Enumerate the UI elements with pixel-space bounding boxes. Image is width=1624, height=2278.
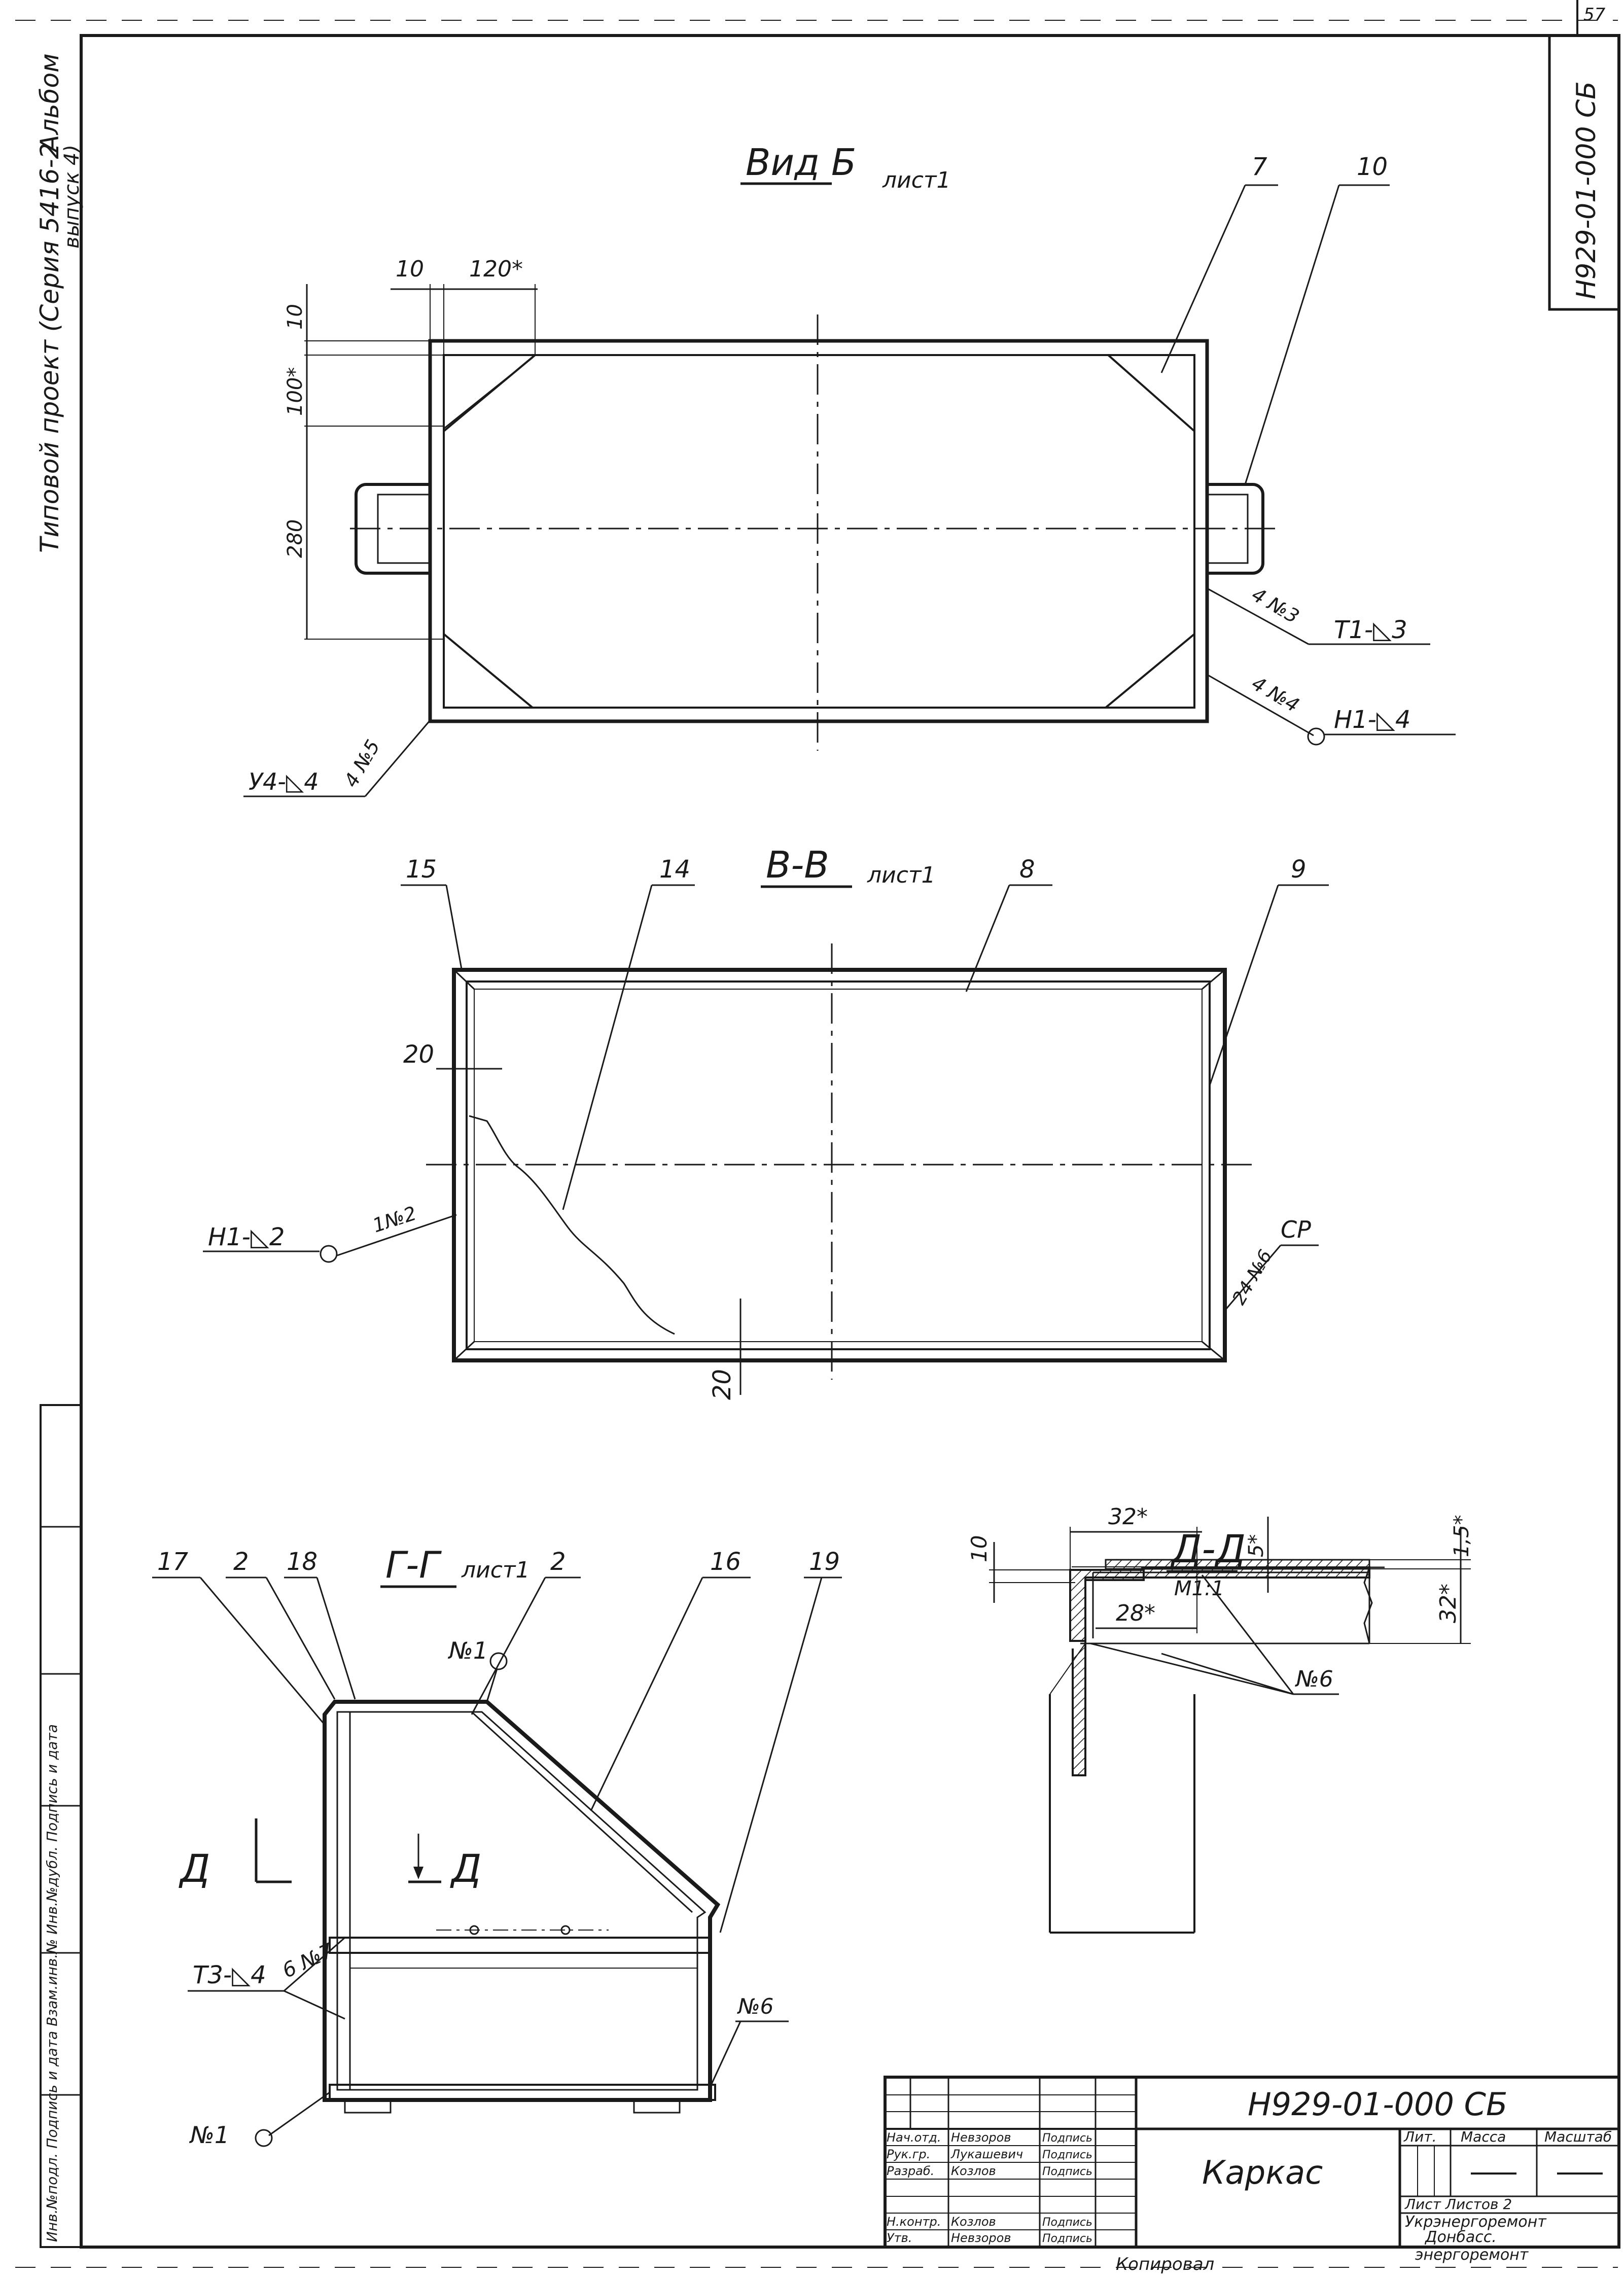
sig-role-4: Н.контр. bbox=[887, 2215, 941, 2229]
sig-name-1: Невзоров bbox=[951, 2130, 1011, 2145]
section-gg-callout-2a: 2 bbox=[233, 1548, 249, 1576]
sig-role-2: Рук.гр. bbox=[887, 2147, 930, 2161]
title-block: Н929-01-000 СБ Каркас Лит. Масса Масштаб… bbox=[884, 2076, 1620, 2264]
section-gg-callout-19: 19 bbox=[809, 1548, 840, 1576]
section-dd: Д-Д М1:1 10 32* 5* bbox=[967, 1504, 1473, 1934]
section-gg-mark-6: №6 bbox=[737, 1994, 773, 2019]
gusset bbox=[1105, 354, 1195, 434]
title-block-org-1: Укрэнергоремонт bbox=[1405, 2213, 1547, 2231]
view-b-title: Вид Б bbox=[746, 141, 856, 184]
section-vv-callout-14: 14 bbox=[659, 855, 690, 884]
section-gg-outer bbox=[323, 1700, 721, 2102]
section-gg-title: Г-Г bbox=[385, 1544, 442, 1586]
title-block-org-2: Донбасс. bbox=[1424, 2228, 1497, 2246]
title-block-designation: Н929-01-000 СБ bbox=[1248, 2086, 1507, 2123]
view-b-weld-rb: 4 №4 bbox=[1248, 672, 1303, 717]
section-dd-dim-5: 5* bbox=[1245, 1534, 1268, 1557]
title-block-name: Каркас bbox=[1202, 2154, 1323, 2192]
section-gg-mark-1-bottom: №1 bbox=[189, 2121, 229, 2149]
view-b-callout-7: 7 bbox=[1252, 153, 1267, 181]
section-vv-callout-8: 8 bbox=[1019, 855, 1035, 884]
sig-sign-5: Подпись bbox=[1042, 2232, 1092, 2245]
section-vv-callout-15: 15 bbox=[406, 855, 437, 884]
sig-name-5: Невзоров bbox=[951, 2231, 1011, 2245]
section-dd-dim-32-top: 32* bbox=[1108, 1504, 1148, 1530]
view-b-weld-rb-symbol: Н1-◺4 bbox=[1334, 706, 1410, 734]
title-block-col-scale: Масштаб bbox=[1544, 2128, 1612, 2145]
handle-left bbox=[355, 483, 430, 575]
side-stamp: Типовой проект (Серия 5416-2 выпуск 4) А… bbox=[35, 53, 84, 553]
side-stamp-issue: выпуск 4) bbox=[60, 145, 84, 249]
title-block-col-mass: Масса bbox=[1461, 2128, 1506, 2145]
view-b-dim-5: 280 bbox=[284, 519, 307, 558]
section-gg-callout-17: 17 bbox=[157, 1548, 189, 1576]
section-gg-callout-16: 16 bbox=[710, 1548, 741, 1576]
sig-name-2: Лукашевич bbox=[950, 2147, 1023, 2161]
sig-name-4: Козлов bbox=[951, 2215, 996, 2229]
section-vv-weld-right-symbol: СР bbox=[1281, 1216, 1311, 1243]
sig-name-3: Козлов bbox=[951, 2164, 996, 2178]
view-b-dim-3: 10 bbox=[284, 304, 307, 330]
title-block-sheet-line: Лист Листов 2 bbox=[1404, 2196, 1512, 2213]
section-dd-dim-1-5: 1,5* bbox=[1450, 1515, 1473, 1557]
section-gg-mark-1-top: №1 bbox=[447, 1637, 488, 1664]
sig-role-1: Нач.отд. bbox=[887, 2130, 941, 2145]
sig-sign-2: Подпись bbox=[1042, 2149, 1092, 2161]
section-vv-weld-left-symbol: Н1-◺2 bbox=[208, 1223, 285, 1251]
section-vv-sheet-ref: лист1 bbox=[867, 862, 936, 888]
section-gg-sheet-ref: лист1 bbox=[461, 1557, 530, 1583]
section-vv-dim-1: 20 bbox=[403, 1040, 434, 1069]
section-dd-scale: М1:1 bbox=[1174, 1577, 1224, 1600]
view-b-callout-10: 10 bbox=[1357, 153, 1388, 181]
sheet-frame bbox=[15, 0, 1620, 2268]
section-vv: В-В лист1 20 20 15 14 8 9 bbox=[203, 844, 1329, 1400]
section-vv-callout-9: 9 bbox=[1291, 855, 1307, 884]
sig-role-5: Утв. bbox=[887, 2231, 912, 2245]
view-b-weld-lb-symbol: У4-◺4 bbox=[249, 768, 319, 795]
view-b-sheet-ref: лист1 bbox=[882, 167, 951, 193]
view-b: Вид Б лист1 10 120* 10 100* 2 bbox=[243, 141, 1456, 797]
view-b-weld-rt: 4 №3 bbox=[1248, 583, 1303, 628]
section-gg-weld-count: 6 №7 bbox=[279, 1939, 337, 1983]
designation-box: Н929-01-000 СБ bbox=[1548, 34, 1620, 311]
designation-box-text: Н929-01-000 СБ bbox=[1571, 81, 1602, 299]
title-block-col-lit: Лит. bbox=[1403, 2128, 1436, 2145]
side-stamp-project: Типовой проект (Серия 5416-2 bbox=[35, 143, 64, 553]
section-vv-weld-right: 24 №6 bbox=[1228, 1246, 1276, 1308]
copied-label: Копировал bbox=[1116, 2254, 1214, 2274]
sig-sign-3: Подпись bbox=[1042, 2165, 1092, 2178]
section-vv-weld-left: 1№2 bbox=[370, 1202, 419, 1237]
vertical-strip: Инв.№подл. Подпись и дата Взам.инв.№ Инв… bbox=[40, 1404, 82, 2248]
section-gg-letter-left: Д bbox=[179, 1846, 210, 1891]
section-gg-callout-18: 18 bbox=[287, 1548, 317, 1576]
handle-right bbox=[1207, 483, 1264, 575]
view-b-dim-1: 10 bbox=[396, 256, 424, 282]
sig-role-3: Разраб. bbox=[887, 2164, 934, 2178]
section-gg-weld-symbol: Т3-◺4 bbox=[193, 1961, 266, 1989]
vertical-strip-text: Инв.№подл. Подпись и дата Взам.инв.№ Инв… bbox=[44, 1724, 60, 2242]
section-gg: Г-Г лист1 Д Д 17 2 18 bbox=[152, 1544, 842, 2149]
side-stamp-album: Альбом bbox=[35, 53, 64, 154]
gusset bbox=[1103, 632, 1195, 709]
section-vv-title: В-В bbox=[766, 844, 829, 886]
sig-sign-1: Подпись bbox=[1042, 2132, 1092, 2145]
section-gg-callout-2b: 2 bbox=[550, 1548, 566, 1576]
gusset bbox=[443, 632, 536, 709]
view-b-weld-rt-symbol: Т1-◺3 bbox=[1334, 616, 1407, 644]
view-b-outer bbox=[428, 339, 1209, 723]
sig-sign-4: Подпись bbox=[1042, 2216, 1092, 2229]
section-gg-letter-right: Д bbox=[450, 1846, 481, 1891]
section-dd-dim-28: 28* bbox=[1116, 1600, 1155, 1626]
section-dd-dim-10: 10 bbox=[967, 1535, 992, 1562]
section-vv-dim-2: 20 bbox=[708, 1369, 736, 1400]
page-number: 57 bbox=[1583, 5, 1606, 25]
title-block-org-3: энергоремонт bbox=[1415, 2246, 1529, 2264]
view-b-dim-2: 120* bbox=[469, 256, 523, 282]
section-dd-dim-32-right: 32* bbox=[1435, 1584, 1461, 1623]
view-b-dim-4: 100* bbox=[284, 367, 307, 416]
section-dd-weld-mark: №6 bbox=[1294, 1666, 1333, 1692]
